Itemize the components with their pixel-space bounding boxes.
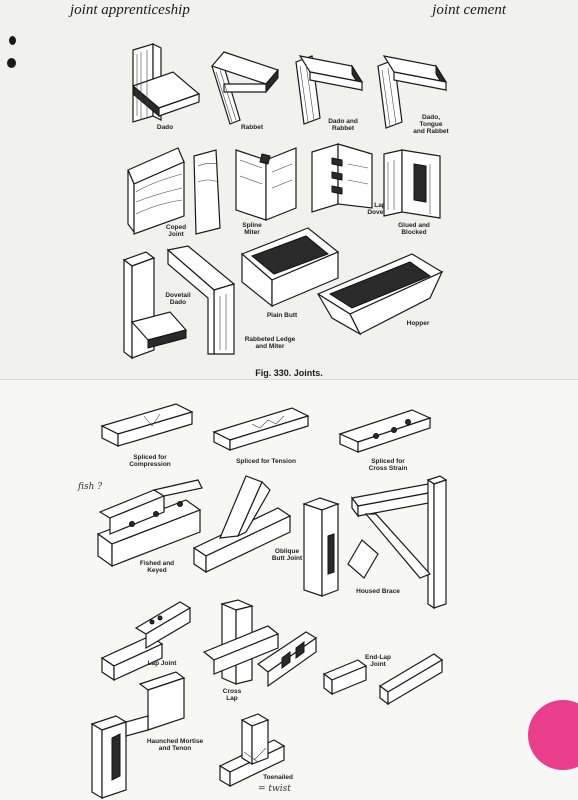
label-rabbeted-ledge-miter: Rabbeted Ledge and Miter	[244, 336, 296, 350]
fished-keyed-illustration	[96, 479, 203, 568]
label-oblique-butt: Oblique Butt Joint	[271, 548, 303, 562]
label-spliced-cross-strain: Spliced for Cross Strain	[368, 458, 408, 472]
figure-caption: Fig. 330. Joints.	[255, 368, 323, 378]
dovetail-dado-illustration	[122, 251, 188, 360]
spliced-tension-illustration	[212, 407, 310, 451]
label-dovetail-dado: Dovetail Dado	[165, 292, 191, 306]
lap-dovetail-illustration	[311, 143, 373, 213]
pink-sticker	[528, 700, 578, 770]
lap-joint-illustration	[100, 601, 192, 682]
label-housed-brace: Housed Brace	[356, 588, 400, 595]
oblique-butt-illustration	[192, 475, 292, 574]
label-end-lap: End-Lap Joint	[365, 654, 391, 668]
label-plain-butt: Plain Butt	[266, 312, 298, 319]
dado-tongue-rabbet-illustration	[377, 55, 448, 129]
housed-brace-illustration	[347, 475, 448, 610]
toenailed-illustration	[218, 713, 286, 788]
label-haunched-mortise: Haunched Mortise and Tenon	[146, 738, 204, 752]
label-dado-rabbet: Dado and Rabbet	[328, 118, 358, 132]
haunched-mortise-illustration	[90, 671, 186, 800]
spliced-cross-strain-illustration	[338, 409, 432, 453]
rabbet-illustration	[210, 51, 280, 125]
end-lap-illustration	[322, 653, 444, 706]
glued-blocked-illustration	[383, 149, 441, 219]
label-spliced-tension: Spliced for Tension	[236, 458, 296, 465]
label-dado-tongue-rabbet: Dado, Tongue and Rabbet	[413, 114, 449, 135]
ink-blot	[9, 36, 16, 45]
label-spline-miter: Spline Miter	[242, 222, 262, 236]
handwritten-twist-note: = twist	[258, 784, 291, 794]
label-hopper: Hopper	[406, 320, 430, 327]
ink-blot	[7, 58, 16, 68]
coped-joint-illustration	[127, 147, 221, 235]
plain-butt-illustration	[240, 227, 340, 308]
spline-miter-illustration	[235, 147, 297, 221]
dado-rabbet-illustration	[295, 55, 364, 125]
mortise-post-illustration	[302, 497, 340, 597]
rabbeted-ledge-miter-illustration	[166, 245, 236, 355]
dado-illustration	[131, 43, 201, 123]
label-rabbet: Rabbet	[240, 124, 264, 131]
hopper-illustration	[316, 253, 444, 336]
label-spliced-compression: Spliced for Compression	[129, 454, 171, 468]
label-dado: Dado	[156, 124, 174, 131]
header-left: joint apprenticeship	[70, 2, 190, 18]
label-glued-blocked: Glued and Blocked	[398, 222, 430, 236]
cross-lap-illustration	[202, 599, 318, 688]
label-cross-lap: Cross Lap	[222, 688, 242, 702]
label-lap-joint: Lap Joint	[147, 660, 177, 667]
label-toenailed: Toenailed	[263, 774, 293, 781]
label-coped-joint: Coped Joint	[165, 224, 187, 238]
spliced-compression-illustration	[100, 403, 194, 447]
label-fished-keyed: Fished and Keyed	[139, 560, 175, 574]
label-lap-dovetail: Lap Dovetail	[367, 202, 393, 216]
header-right: joint cement	[432, 2, 506, 18]
handwritten-fish-note: fish ?	[78, 482, 103, 492]
